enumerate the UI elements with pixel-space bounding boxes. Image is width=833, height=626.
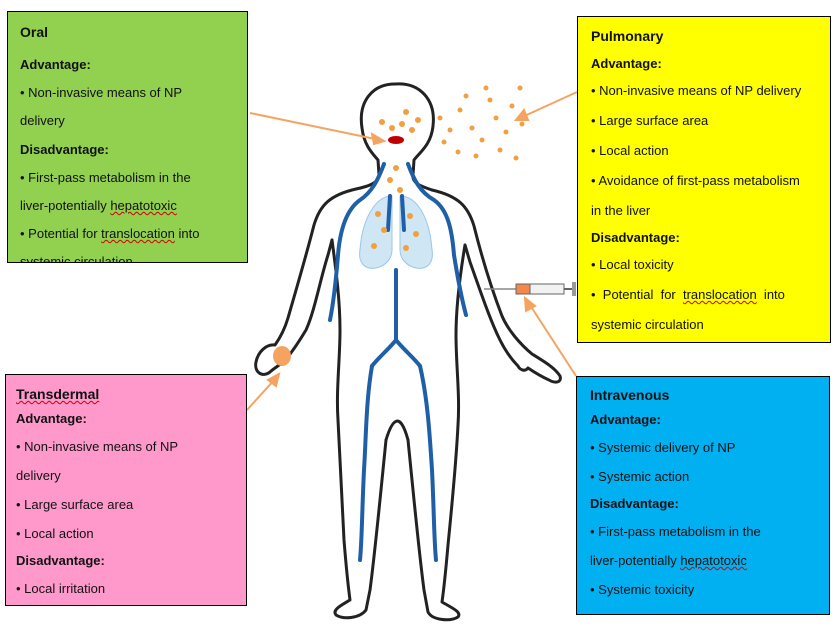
transdermal-advantage-label: Advantage: bbox=[16, 411, 87, 426]
lungs bbox=[359, 195, 433, 269]
intravenous-advantage-1: • Systemic delivery of NP bbox=[590, 440, 736, 455]
oral-disadvantage-label: Disadvantage: bbox=[20, 142, 109, 157]
pulmonary-disadvantage-3: systemic circulation bbox=[591, 317, 704, 332]
transdermal-advantage-3: • Large surface area bbox=[16, 497, 134, 512]
pulmonary-advantage-5: in the liver bbox=[591, 203, 651, 218]
arrows bbox=[246, 91, 578, 411]
hepatotoxic-word: hepatotoxic bbox=[110, 198, 177, 213]
crotch-outline bbox=[384, 419, 410, 442]
translocation-word: translocation bbox=[101, 226, 175, 241]
transdermal-advantage-2: delivery bbox=[16, 468, 61, 483]
pulmonary-arrow bbox=[519, 91, 578, 119]
pulmonary-disadvantage-label: Disadvantage: bbox=[591, 230, 680, 245]
intravenous-arrow bbox=[527, 301, 577, 377]
oral-disadvantage-1: • First-pass metabolism in the bbox=[20, 170, 191, 185]
pulmonary-disadvantage-2: • Potential for translocation into bbox=[591, 287, 785, 302]
intravenous-box: Intravenous Advantage: • Systemic delive… bbox=[576, 376, 830, 615]
oral-disadvantage-4: systemic circulation bbox=[20, 254, 133, 263]
oral-advantage-1: • Non-invasive means of NP bbox=[20, 85, 183, 100]
left-lung bbox=[359, 195, 393, 269]
transdermal-box: Transdermal Advantage: • Non-invasive me… bbox=[5, 374, 247, 606]
left-leg-outline bbox=[330, 238, 388, 620]
syringe-icon bbox=[484, 282, 576, 296]
transdermal-title: Transdermal bbox=[16, 386, 100, 402]
oral-disadvantage-3: • Potential for translocation into bbox=[20, 226, 200, 241]
pulmonary-disadvantage-1: • Local toxicity bbox=[591, 257, 674, 272]
intravenous-disadvantage-1: • First-pass metabolism in the bbox=[590, 524, 761, 539]
body-outline bbox=[254, 82, 562, 622]
left-arm-outline bbox=[254, 187, 358, 376]
intravenous-disadvantage-label: Disadvantage: bbox=[590, 496, 679, 511]
hepatotoxic-word: hepatotoxic bbox=[680, 553, 747, 568]
pulmonary-advantage-4: • Avoidance of first-pass metabolism bbox=[591, 173, 800, 188]
particles-chest bbox=[371, 165, 419, 251]
oral-arrow bbox=[249, 112, 381, 141]
translocation-word: translocation bbox=[682, 287, 757, 302]
intravenous-advantage-label: Advantage: bbox=[590, 412, 661, 427]
pulmonary-advantage-3: • Local action bbox=[591, 143, 669, 158]
intravenous-title: Intravenous bbox=[590, 387, 670, 403]
oral-advantage-label: Advantage: bbox=[20, 57, 91, 72]
intravenous-disadvantage-2: liver-potentially hepatotoxic bbox=[590, 553, 747, 568]
pulmonary-title: Pulmonary bbox=[591, 28, 664, 44]
right-leg-outline bbox=[406, 243, 467, 622]
aerosol-particles bbox=[437, 85, 525, 161]
oral-advantage-2: delivery bbox=[20, 113, 65, 128]
pulmonary-box: Pulmonary Advantage: • Non-invasive mean… bbox=[577, 16, 831, 343]
pulmonary-advantage-label: Advantage: bbox=[591, 56, 662, 71]
skin-patch bbox=[273, 346, 291, 366]
mouth bbox=[388, 136, 404, 144]
intravenous-disadvantage-3: • Systemic toxicity bbox=[590, 582, 695, 597]
transdermal-advantage-4: • Local action bbox=[16, 526, 94, 541]
face bbox=[379, 109, 421, 144]
pulmonary-advantage-1: • Non-invasive means of NP delivery bbox=[591, 83, 802, 98]
oral-title: Oral bbox=[20, 24, 49, 40]
transdermal-disadvantage-1: • Local irritation bbox=[16, 581, 106, 596]
pulmonary-advantage-2: • Large surface area bbox=[591, 113, 709, 128]
transdermal-disadvantage-label: Disadvantage: bbox=[16, 553, 105, 568]
oral-box: Oral Advantage: • Non-invasive means of … bbox=[7, 11, 248, 263]
oral-disadvantage-2: liver-potentially hepatotoxic bbox=[20, 198, 177, 213]
blood-vessels bbox=[328, 162, 468, 562]
right-arm-outline bbox=[430, 188, 562, 384]
transdermal-advantage-1: • Non-invasive means of NP bbox=[16, 439, 179, 454]
intravenous-advantage-2: • Systemic action bbox=[590, 469, 690, 484]
